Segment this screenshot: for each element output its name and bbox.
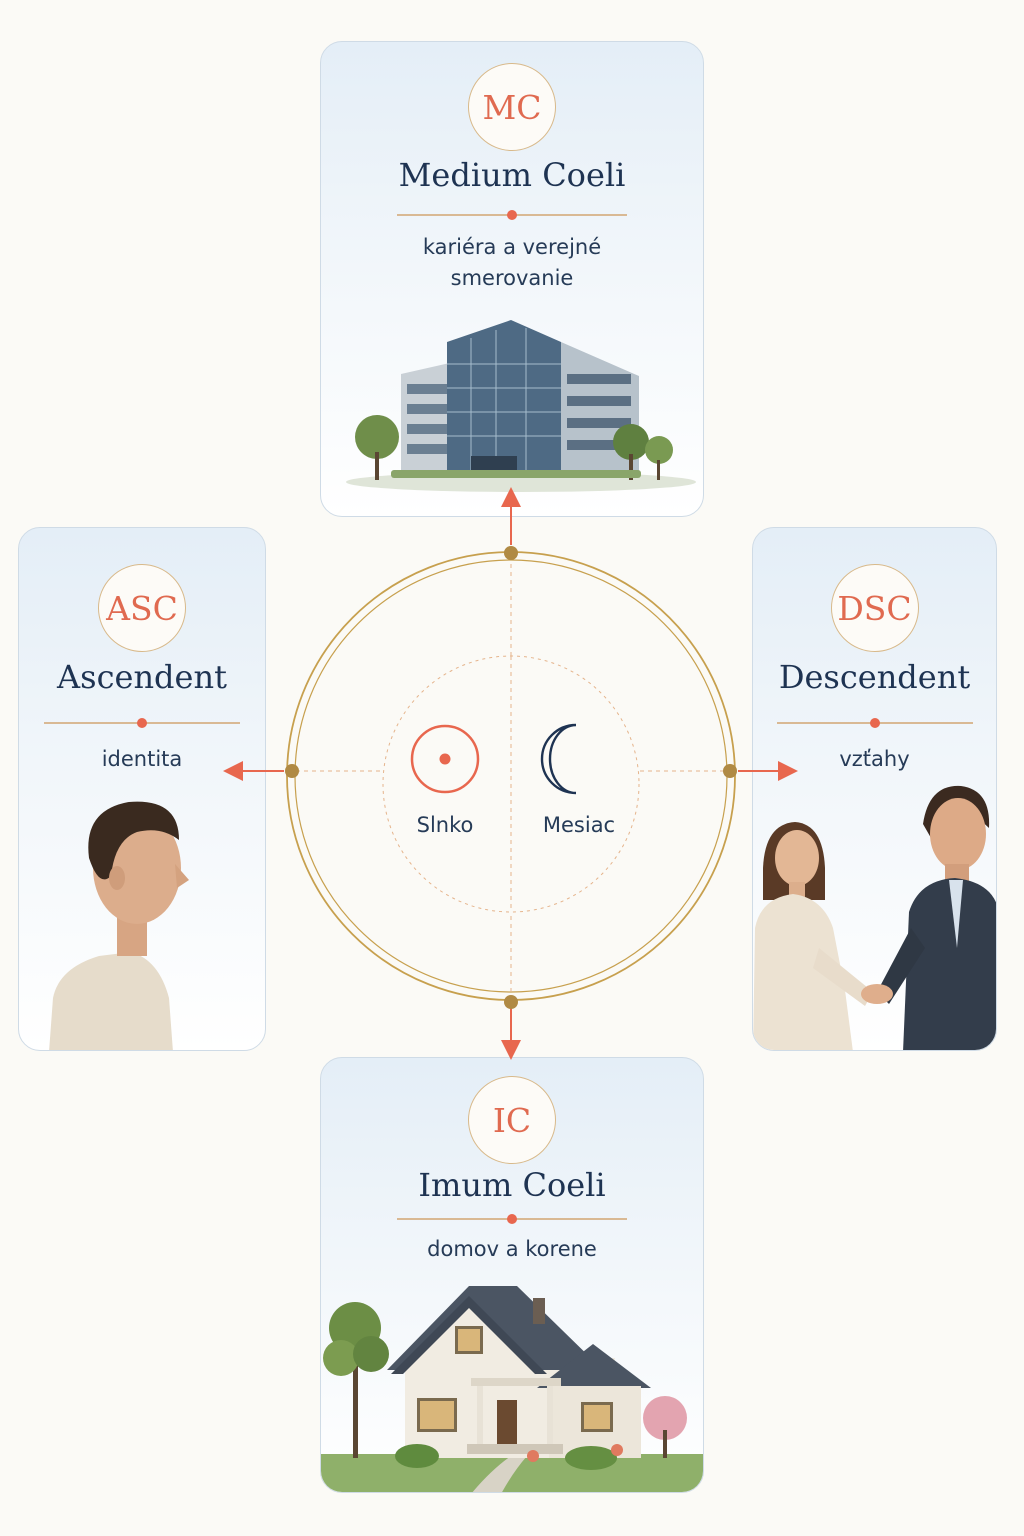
sun-label: Slnko bbox=[417, 813, 474, 837]
node-mc bbox=[504, 546, 518, 560]
asc-subtitle: identita bbox=[101, 747, 183, 771]
handshake-illustration bbox=[753, 785, 996, 1050]
house-illustration bbox=[321, 1286, 703, 1492]
mc-title: Medium Coeli bbox=[398, 156, 626, 194]
mc-badge: MC bbox=[468, 63, 556, 151]
node-ic bbox=[504, 995, 518, 1009]
outer-ring bbox=[286, 551, 736, 1001]
moon-icon bbox=[540, 723, 577, 795]
dsc-badge: DSC bbox=[830, 564, 919, 652]
ic-subtitle: domov a korene bbox=[427, 1237, 597, 1261]
ic-badge: IC bbox=[468, 1076, 556, 1164]
sun-icon bbox=[410, 724, 480, 794]
mc-subtitle: kariéra a verejné smerovanie bbox=[422, 235, 602, 290]
node-dsc bbox=[723, 764, 737, 778]
man-profile-illustration bbox=[49, 801, 189, 1050]
inner-dashed-circle bbox=[382, 655, 640, 913]
asc-title: Ascendent bbox=[57, 658, 227, 696]
card-medium-coeli: MC Medium Coeli kariéra a verejné smerov… bbox=[320, 41, 704, 517]
card-imum-coeli: IC Imum Coeli domov a korene bbox=[320, 1057, 704, 1493]
card-descendent: DSC Descendent vzťahy bbox=[752, 527, 997, 1051]
dsc-divider bbox=[776, 722, 973, 724]
office-building-illustration bbox=[346, 320, 696, 492]
inner-ring bbox=[294, 559, 728, 993]
asc-divider bbox=[44, 722, 240, 724]
ic-divider bbox=[397, 1218, 627, 1220]
dsc-title: Descendent bbox=[778, 658, 971, 696]
dsc-subtitle: vzťahy bbox=[839, 747, 910, 771]
ic-title: Imum Coeli bbox=[418, 1166, 606, 1204]
mc-divider bbox=[397, 214, 627, 216]
asc-badge: ASC bbox=[98, 564, 186, 652]
node-asc bbox=[285, 764, 299, 778]
card-ascendent: ASC Ascendent identita bbox=[18, 527, 266, 1051]
moon-label: Mesiac bbox=[543, 813, 615, 837]
